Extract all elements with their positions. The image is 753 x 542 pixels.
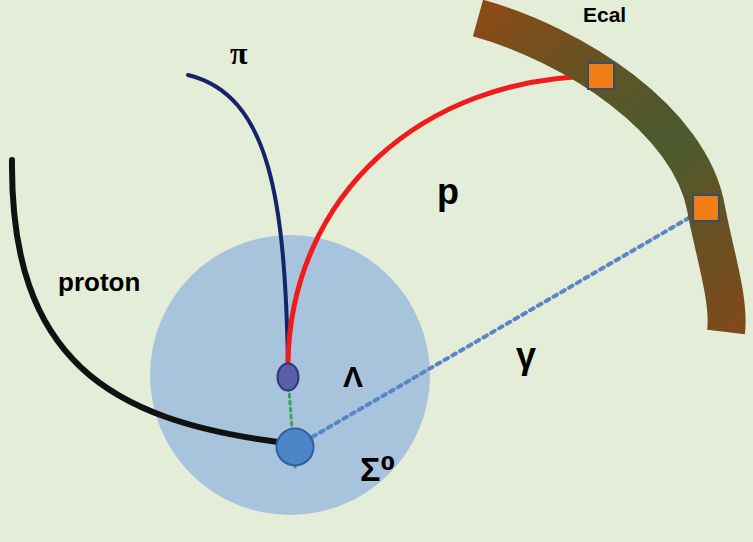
interaction-region: [150, 235, 430, 515]
node-label: Λ: [343, 360, 363, 393]
edge-label: γ: [516, 336, 536, 376]
hit-cell: [693, 195, 719, 221]
ecal-band-shape: [460, 0, 753, 342]
pion-track: [188, 75, 288, 365]
pion-label: π: [230, 36, 248, 71]
lambda-vertex-shape: [276, 362, 300, 392]
sigma-vertex-shape: [275, 427, 315, 467]
calorimeter-band: [478, 18, 727, 332]
photon-path: [312, 208, 706, 437]
sigma-vertex: Σ⁰: [275, 427, 315, 467]
node-label: Σ⁰: [360, 451, 395, 488]
lambda-vertex: Λ: [276, 362, 300, 392]
node-label: Ecal: [583, 3, 626, 26]
production-vertex: [277, 429, 314, 466]
proton-track: [12, 160, 278, 442]
proton-track: [288, 76, 601, 362]
ecal-band: Ecal: [460, 0, 753, 342]
edge-label: p: [437, 172, 459, 212]
proton-label: proton: [58, 268, 140, 297]
decay-vertex: [278, 364, 299, 391]
hit-cell: [588, 63, 614, 89]
